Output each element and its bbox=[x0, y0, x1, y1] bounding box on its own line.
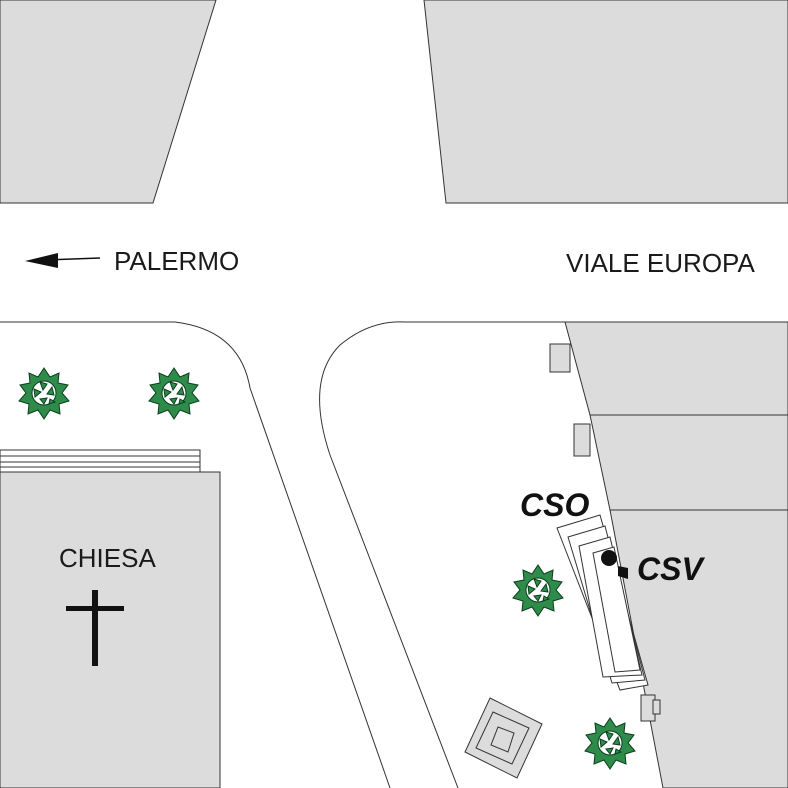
tree-icon bbox=[148, 367, 200, 420]
tree-icon bbox=[512, 564, 564, 617]
label-viale-europa: VIALE EUROPA bbox=[566, 248, 755, 278]
cross-icon bbox=[66, 590, 124, 666]
church-steps bbox=[0, 449, 201, 473]
building-right-2 bbox=[589, 414, 788, 511]
tree-icon bbox=[18, 367, 70, 420]
annex-1 bbox=[549, 343, 571, 373]
building-right-1 bbox=[564, 321, 788, 416]
label-cso: CSO bbox=[520, 487, 589, 523]
stepped-structure-4 bbox=[592, 546, 641, 673]
kiosk-outer bbox=[464, 697, 543, 779]
road-edge-right bbox=[319, 321, 565, 788]
kiosk-middle bbox=[475, 711, 530, 765]
kiosk-inner bbox=[490, 726, 515, 753]
label-csv: CSV bbox=[637, 551, 705, 587]
arrow-left-icon bbox=[25, 253, 101, 268]
building-top-right bbox=[423, 0, 788, 204]
label-chiesa: CHIESA bbox=[59, 543, 156, 573]
building-top-left bbox=[0, 0, 217, 204]
annex-2 bbox=[573, 423, 591, 457]
tree-icon bbox=[584, 717, 636, 770]
label-palermo: PALERMO bbox=[114, 246, 239, 276]
road-edge-left bbox=[0, 321, 391, 788]
sensor-dot-icon bbox=[601, 550, 628, 579]
church-building bbox=[0, 471, 221, 788]
annex-4 bbox=[652, 699, 661, 715]
